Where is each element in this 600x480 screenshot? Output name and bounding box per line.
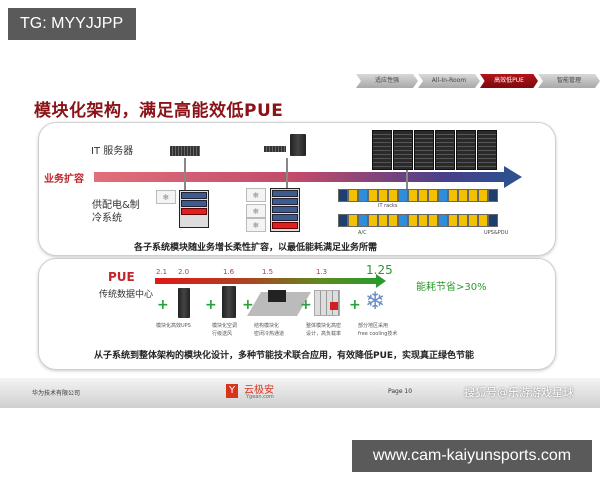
pue-value: 1.5 — [262, 268, 274, 276]
ups-module — [181, 192, 207, 199]
plus-icon: + — [157, 297, 169, 313]
logo-cn: 云极安 — [244, 385, 274, 396]
plus-icon: + — [349, 297, 361, 313]
equipment-label: 模块化高效UPS — [156, 323, 191, 329]
pue-value: 2.0 — [178, 268, 190, 276]
link-line — [184, 158, 186, 190]
it-servers-label: IT 服务器 — [91, 146, 134, 157]
equipment-label: 密闭冷热通道 — [254, 331, 285, 337]
ac-unit-icon: ❄ — [246, 204, 266, 218]
power-cabinet-large — [270, 188, 300, 232]
pue-label: PUE — [108, 270, 135, 284]
plus-icon: + — [205, 297, 217, 313]
expansion-arrow-head — [504, 166, 522, 188]
server-tower-icon — [290, 134, 306, 156]
ac-row-label: A/C — [358, 230, 367, 236]
pue-value: 2.1 — [156, 268, 168, 276]
equipment-label: 行级送风 — [212, 331, 233, 337]
ac-unit-icon: ❄ — [246, 188, 266, 202]
ups-module — [272, 198, 298, 205]
nav-step-adaptable[interactable]: 适应性强 — [356, 74, 418, 88]
expansion-arrow — [94, 172, 506, 182]
it-racks-label: IT racks — [378, 203, 398, 209]
cube-accent — [330, 302, 338, 310]
ac-cabinet-icon — [222, 286, 236, 318]
watermark-url-badge: www.cam-kaiyunsports.com — [352, 440, 592, 472]
watermark-top-badge: TG: MYYJJPP — [8, 8, 136, 40]
plus-icon: + — [242, 297, 254, 313]
rack-icon — [372, 130, 392, 170]
equipment-label: 整体模块化高密 — [306, 323, 342, 329]
power-cabinet-small — [179, 190, 209, 228]
rack-icon — [435, 130, 455, 170]
pue-arrow-head — [376, 274, 386, 288]
equipment-label: 模块化空调 — [212, 323, 238, 329]
rack-icon — [414, 130, 434, 170]
pue-arrow — [155, 278, 377, 284]
logo-en: Ygean.com — [246, 394, 274, 400]
power-cooling-label-2: 冷系统 — [92, 213, 122, 224]
equipment-label: 部分地区采用 — [358, 323, 389, 329]
link-line — [286, 158, 288, 190]
energy-saving-label: 能耗节省>30% — [416, 282, 487, 293]
ac-unit-icon: ❄ — [156, 190, 176, 204]
ac-unit-icon: ❄ — [246, 218, 266, 232]
equipment-label: free cooling技术 — [358, 331, 398, 337]
ups-pdu-label: UPS&PDU — [484, 230, 509, 236]
top-caption: 各子系统模块随业务增长柔性扩容，以最低能耗满足业务所需 — [134, 243, 378, 253]
ups-module — [181, 200, 207, 207]
pue-value-final: 1.25 — [366, 263, 393, 277]
rack-icon — [393, 130, 413, 170]
rack-icon — [477, 130, 497, 170]
rack-row-2 — [338, 214, 498, 227]
nav-step-low-pue[interactable]: 高效低PUE — [480, 74, 538, 88]
rack-row-1 — [338, 189, 498, 202]
ups-module — [272, 214, 298, 221]
ups-module — [272, 206, 298, 213]
pue-value: 1.6 — [223, 268, 235, 276]
progress-nav: 适应性强 All-In-Room 高效低PUE 智能管理 — [356, 72, 600, 90]
page-number: Page 10 — [388, 388, 413, 395]
equipment-label: 结构模块化 — [254, 323, 280, 329]
equipment-label: 设计，高负载率 — [306, 331, 342, 337]
overlay-watermark: 搜狐号@乐游游戏星球 — [464, 386, 574, 399]
plus-icon: + — [300, 297, 312, 313]
power-cooling-label-1: 供配电&制 — [92, 200, 140, 211]
bottom-caption: 从子系统到整体架构的模块化设计，多种节能技术联合应用，有效降低PUE，实现真正绿… — [94, 351, 475, 361]
link-line — [406, 170, 408, 192]
server-medium-icon — [264, 146, 286, 152]
traditional-dc-label: 传统数据中心 — [99, 290, 154, 300]
pdu-module — [272, 222, 298, 229]
rack-icon — [456, 130, 476, 170]
snowflake-icon: ❄ — [365, 287, 386, 315]
ygean-logo-icon: Y — [226, 384, 238, 398]
company-name: 华为技术有限公司 — [32, 390, 81, 397]
slide-title: 模块化架构，满足高能效低PUE — [34, 101, 284, 121]
ups-module — [272, 190, 298, 197]
pdu-module — [181, 208, 207, 215]
business-expand-label: 业务扩容 — [44, 174, 84, 185]
slide-footer — [0, 378, 600, 408]
nav-step-all-in-room[interactable]: All-In-Room — [418, 74, 480, 88]
ups-cabinet-icon — [178, 288, 190, 318]
server-small-icon — [170, 146, 200, 156]
aisle-module-icon — [268, 290, 286, 302]
pue-value: 1.3 — [316, 268, 328, 276]
nav-step-smart-management[interactable]: 智能管理 — [538, 74, 600, 88]
